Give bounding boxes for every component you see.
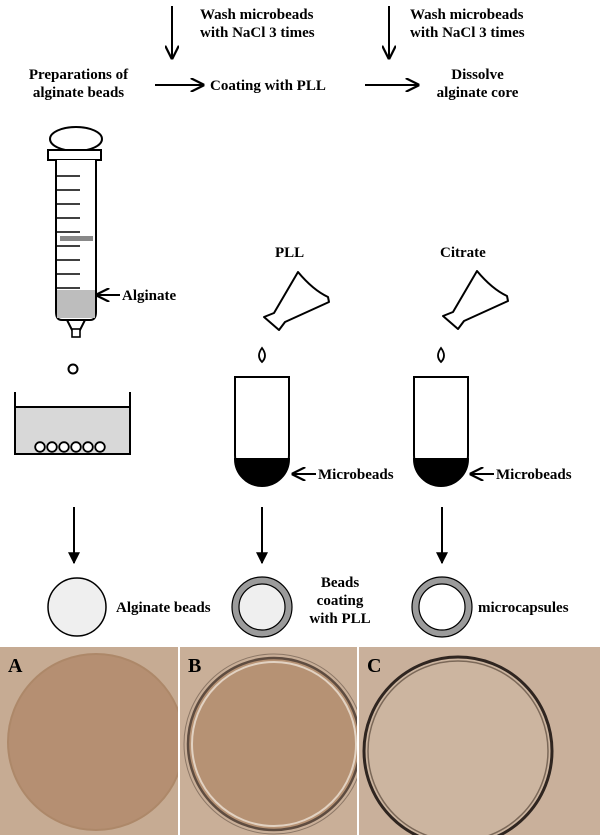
pll-funnel-icon [263,271,330,331]
alginate-drop [67,363,79,375]
citrate-drop [437,346,445,364]
microcapsule-circle [411,576,473,638]
photo-panel-b: B [180,647,357,835]
alginate-bead-circle [47,577,107,637]
microbeads-label-2: Microbeads [496,467,572,483]
tube-1 [233,376,291,487]
citrate-label: Citrate [440,245,486,261]
microcapsules-label: microcapsules [478,600,569,616]
pll-drop [258,346,266,364]
microbeads-label-1: Microbeads [318,467,394,483]
alginate-label: Alginate [122,288,177,304]
step-coating: Coating with PLL [210,78,326,94]
tube-2 [412,376,470,487]
panel-label-b: B [188,655,202,677]
coated-bead-circle [231,576,293,638]
panel-label-c: C [367,655,382,677]
photo-panel-c: C [359,647,600,835]
bead-row [34,441,106,453]
pll-label: PLL [275,245,305,261]
alginate-beads-label: Alginate beads [116,600,211,616]
bath-container [14,392,131,455]
photo-panel-a: A [0,647,178,835]
syringe-icon [47,126,103,338]
citrate-funnel-icon [442,270,509,330]
panel-label-a: A [8,655,23,677]
